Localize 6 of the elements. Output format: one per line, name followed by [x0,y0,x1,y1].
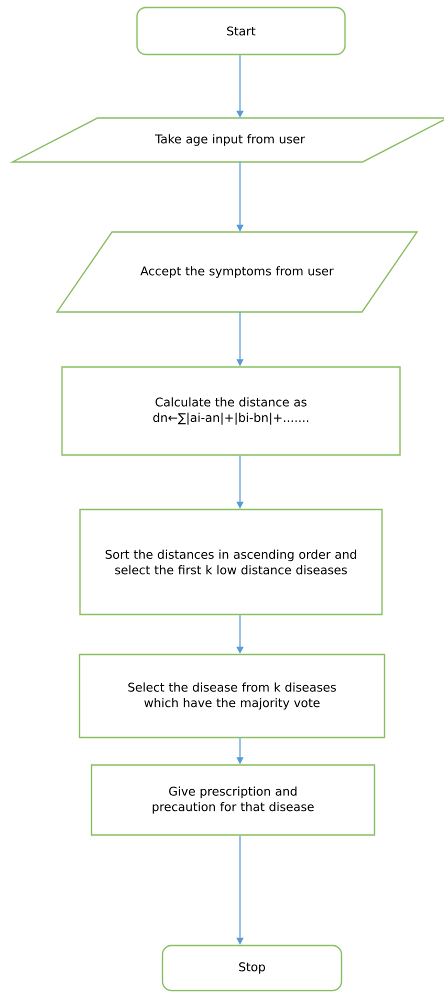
process-box: Give prescription and precaution for that disease [90,764,376,836]
process-box: Select the disease from k diseases which have the majority vote [78,654,386,738]
terminal-box: Stop [162,944,342,992]
process-box: Sort the distances in ascending order and select the first k low distance diseases [79,508,383,616]
process-box: Calculate the distance as dn←∑|ai-an|+|bi-bn|+....... [61,366,401,456]
terminal-box: Start [136,6,346,56]
